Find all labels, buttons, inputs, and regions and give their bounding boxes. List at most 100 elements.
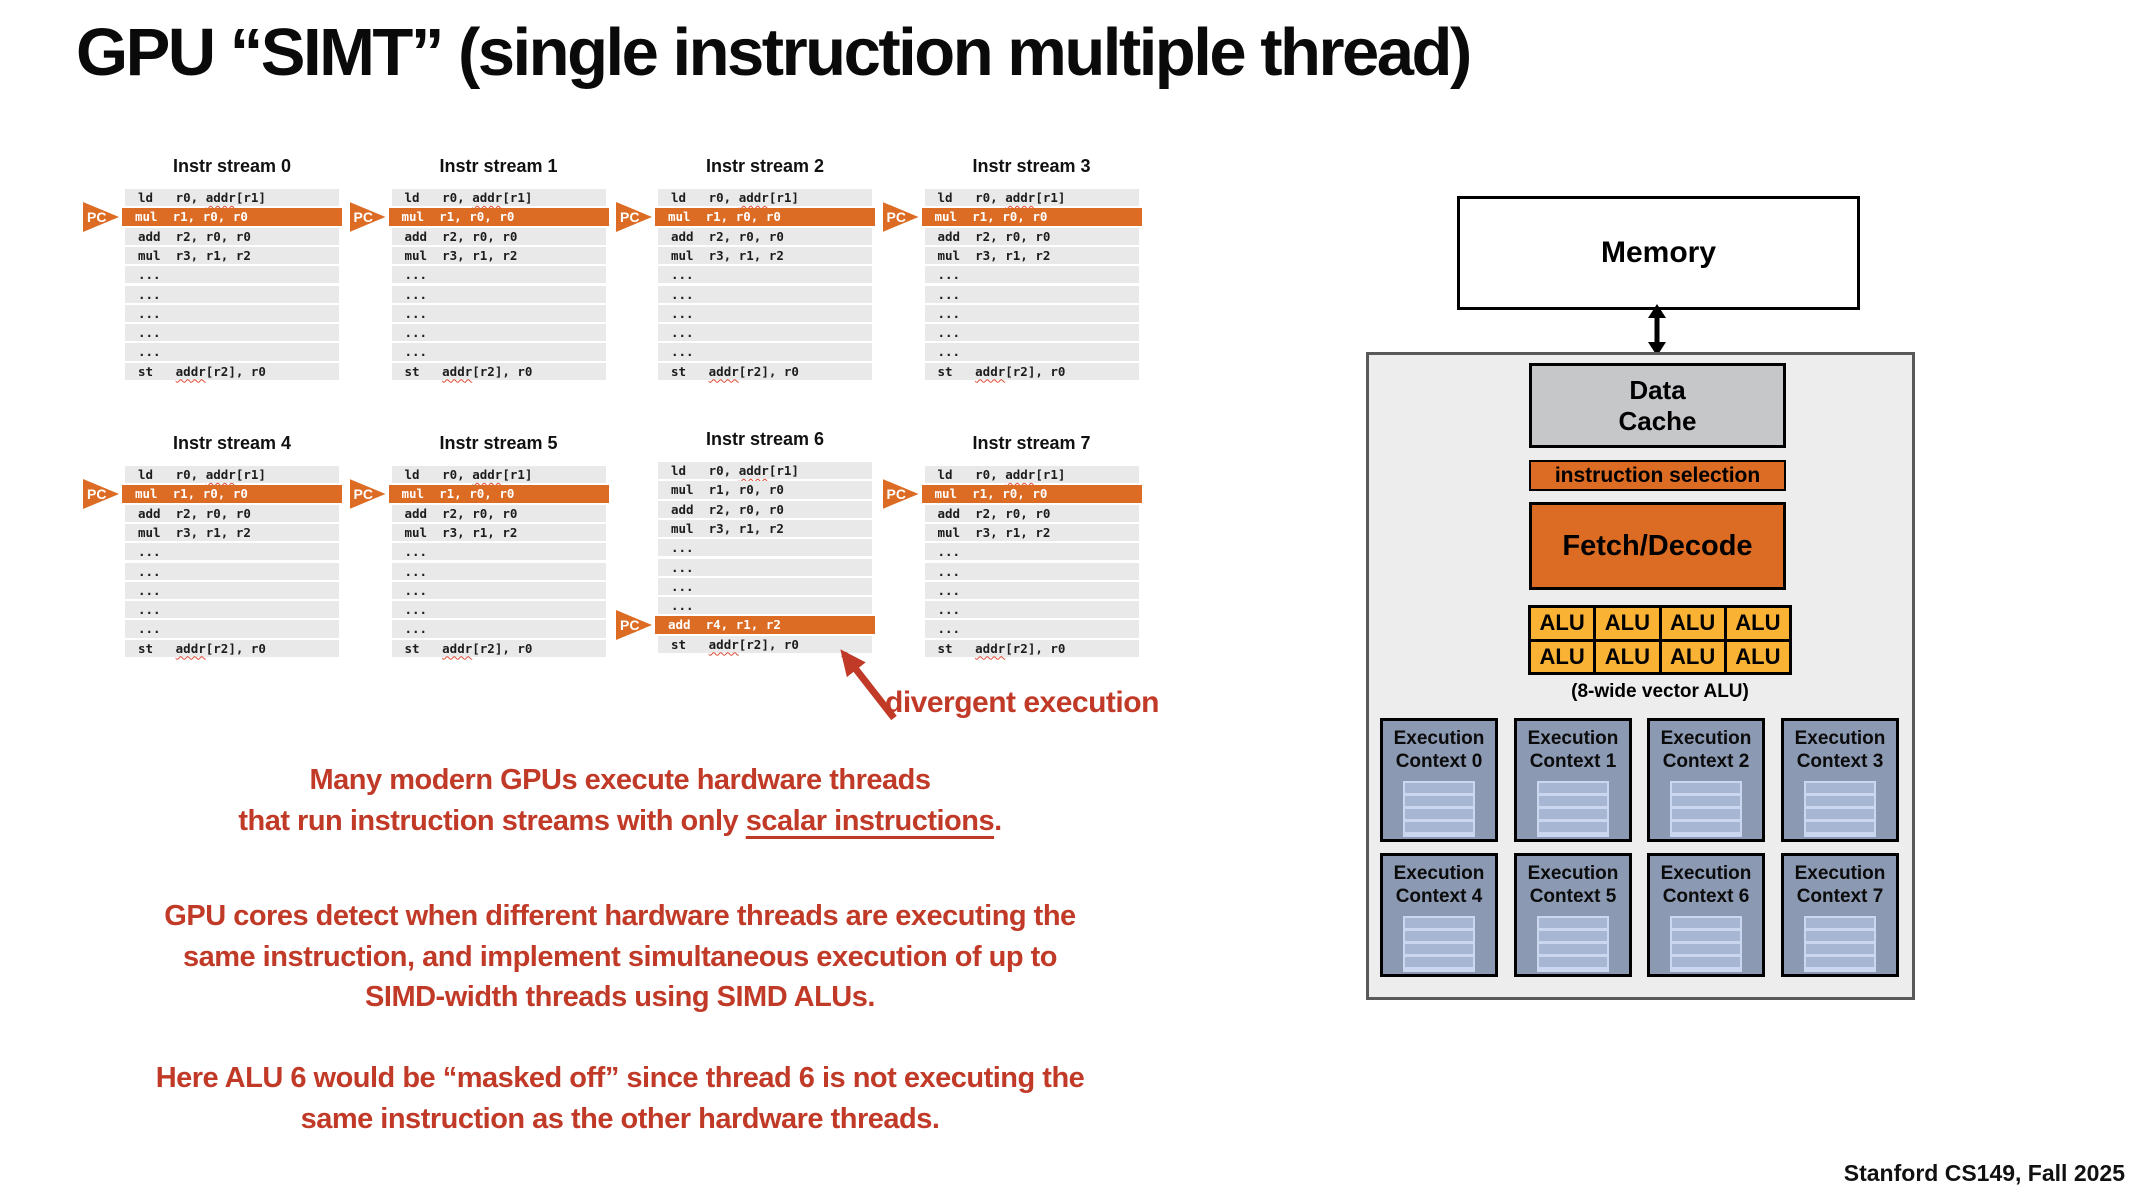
note-text: that run instruction streams with only — [238, 804, 746, 837]
asm-row: ... — [125, 266, 339, 284]
misspell-underline: addr — [205, 190, 236, 205]
note-1: GPU cores detect when different hardware… — [40, 896, 1200, 1018]
note-2: Here ALU 6 would be “masked off” since t… — [40, 1058, 1200, 1139]
asm-row: ... — [391, 266, 606, 284]
execution-context-label: Execution Context 7 — [1794, 863, 1886, 907]
asm-row: ld r0, addr[r1] — [658, 189, 872, 207]
asm-row: ... — [924, 266, 1139, 284]
asm-row: ... — [125, 324, 339, 342]
note-text: Many modern GPUs execute hardware thread… — [309, 764, 931, 796]
asm-row: ... — [658, 324, 872, 342]
stream-header: Instr stream 6 — [705, 429, 825, 449]
asm-row: mul r3, r1, r2 — [391, 523, 606, 542]
misspell-underline: addr — [442, 640, 473, 656]
asm-row-current: mul r1, r0, r0 — [921, 208, 1142, 226]
note-line: Many modern GPUs execute hardware thread… — [40, 760, 1200, 801]
misspell-underline: addr — [708, 636, 739, 652]
asm-row: ... — [125, 581, 339, 600]
register-file-icon — [1804, 916, 1876, 972]
execution-context-7: Execution Context 7 — [1781, 853, 1899, 977]
misspell-underline: addr — [975, 363, 1006, 379]
note-text: SIMD-width threads using SIMD ALUs. — [365, 981, 875, 1013]
asm-row-current: add r4, r1, r2 — [655, 616, 875, 634]
asm-row: ... — [125, 304, 339, 323]
stream-header: Instr stream 7 — [972, 433, 1091, 453]
register-file-icon — [1804, 781, 1876, 837]
asm-row-current: mul r1, r0, r0 — [655, 208, 875, 226]
asm-row: ld r0, addr[r1] — [125, 466, 339, 484]
register-file-icon — [1670, 781, 1742, 837]
note-line: same instruction as the other hardware t… — [40, 1099, 1200, 1140]
asm-row: ... — [391, 324, 606, 342]
execution-context-label: Execution Context 2 — [1660, 728, 1752, 772]
alu-cell-6: ALU — [1661, 641, 1724, 672]
asm-row: ld r0, addr[r1] — [391, 466, 606, 484]
asm-row: ... — [391, 343, 606, 361]
asm-row: ... — [658, 285, 872, 303]
pc-pointer: PC — [83, 201, 119, 232]
pc-pointer: PC — [882, 478, 919, 509]
register-file-icon — [1403, 781, 1475, 837]
instr-stream-2: Instr stream 2 ld r0, addr[r1]mul r1, r0,… — [613, 156, 883, 401]
asm-row: mul r3, r1, r2 — [125, 246, 339, 265]
stream-header: Instr stream 5 — [439, 433, 558, 453]
misspell-underline: addr — [738, 190, 769, 205]
asm-row: ... — [125, 543, 339, 561]
alu-cell-1: ALU — [1596, 608, 1659, 639]
note-text: GPU cores detect when different hardware… — [164, 900, 1076, 932]
asm-row: st addr[r2], r0 — [924, 639, 1139, 657]
pc-pointer: PC — [616, 201, 652, 232]
stream-header: Instr stream 2 — [705, 156, 825, 176]
stream-header: Instr stream 3 — [972, 156, 1091, 176]
note-line: Here ALU 6 would be “masked off” since t… — [40, 1058, 1200, 1099]
misspell-underline: addr — [175, 363, 206, 379]
alu-cell-2: ALU — [1661, 608, 1724, 639]
asm-row: st addr[r2], r0 — [391, 362, 606, 380]
asm-row: ... — [924, 562, 1139, 580]
register-file-icon — [1537, 781, 1609, 837]
alu-cell-5: ALU — [1596, 641, 1659, 672]
misspell-underline: addr — [205, 467, 236, 482]
execution-context-0: Execution Context 0 — [1380, 718, 1498, 842]
asm-row: ... — [924, 285, 1139, 303]
asm-row: mul r3, r1, r2 — [658, 246, 872, 265]
execution-context-4: Execution Context 4 — [1380, 853, 1498, 977]
alu-cell-0: ALU — [1531, 608, 1594, 639]
data-cache-line2: Cache — [1618, 406, 1697, 436]
asm-row: ... — [391, 304, 606, 323]
asm-row: mul r3, r1, r2 — [924, 523, 1139, 542]
asm-row: ... — [125, 285, 339, 303]
asm-row: mul r1, r0, r0 — [658, 481, 872, 499]
register-file-icon — [1670, 916, 1742, 972]
asm-row: ld r0, addr[r1] — [125, 189, 339, 207]
misspell-underline: addr — [472, 190, 503, 205]
asm-row: ... — [391, 620, 606, 638]
execution-context-2: Execution Context 2 — [1647, 718, 1765, 842]
execution-context-label: Execution Context 3 — [1794, 728, 1886, 772]
asm-row: ... — [125, 343, 339, 361]
pc-label: PC — [886, 485, 906, 502]
execution-context-5: Execution Context 5 — [1514, 853, 1632, 977]
asm-row: add r2, r0, r0 — [924, 227, 1139, 245]
asm-row: add r2, r0, r0 — [658, 227, 872, 245]
note-line: SIMD-width threads using SIMD ALUs. — [40, 977, 1200, 1018]
asm-row: ... — [658, 343, 872, 361]
register-file-icon — [1537, 916, 1609, 972]
asm-row: add r2, r0, r0 — [658, 500, 872, 518]
pc-label: PC — [353, 485, 373, 502]
asm-row: ... — [125, 620, 339, 638]
asm-row: ... — [658, 558, 872, 576]
asm-row: st addr[r2], r0 — [924, 362, 1139, 380]
asm-row: ld r0, addr[r1] — [924, 466, 1139, 484]
asm-row: add r2, r0, r0 — [924, 504, 1139, 522]
slide-title: GPU “SIMT” (single instruction multiple … — [76, 15, 1472, 90]
execution-context-label: Execution Context 0 — [1393, 728, 1485, 772]
execution-context-3: Execution Context 3 — [1781, 718, 1899, 842]
asm-row: ... — [924, 543, 1139, 561]
asm-row: ... — [391, 601, 606, 619]
